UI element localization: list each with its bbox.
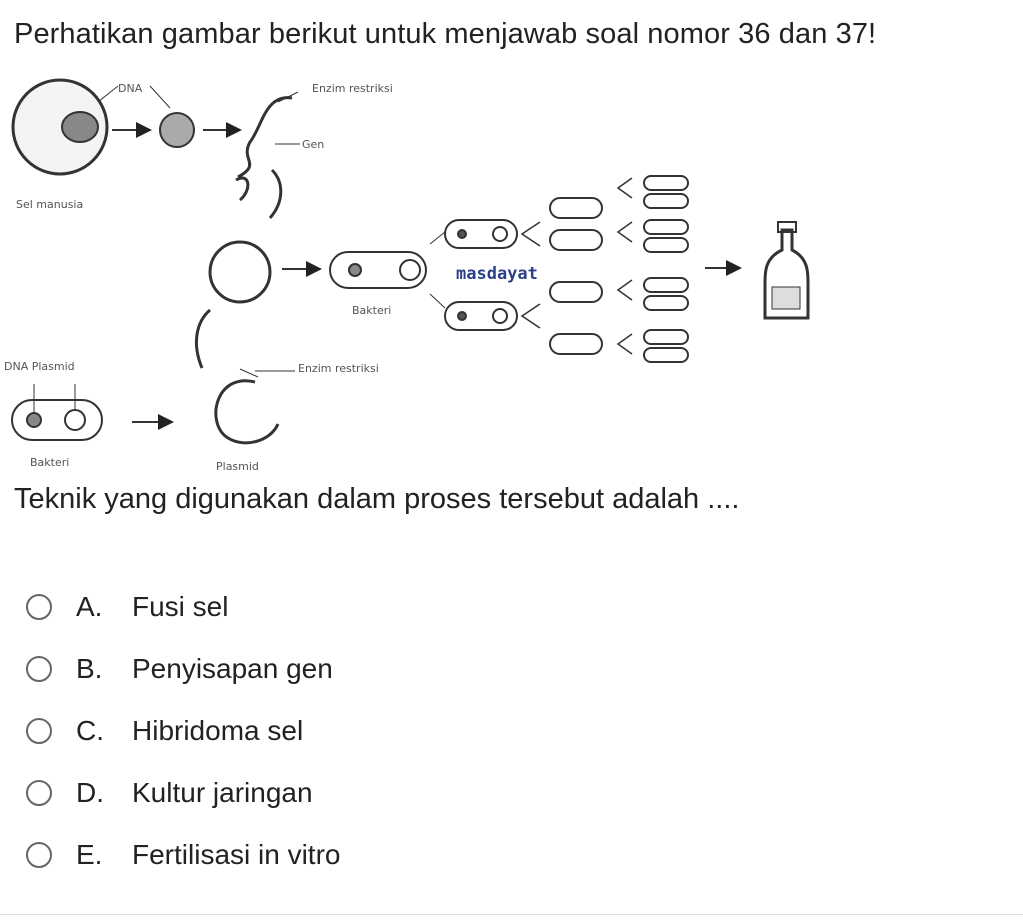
label-plasmid-dna: DNA Plasmid [4,360,75,373]
answer-options: A. Fusi sel B. Penyisapan gen C. Hibrido… [26,576,340,886]
human-cell-nucleus [61,111,99,143]
radio-button[interactable] [26,656,52,682]
divider [0,914,1023,915]
recombinant-plasmid [208,240,272,304]
option-letter: D. [76,777,104,808]
insulin-bottle [763,228,810,320]
diagram-drawing [11,78,810,445]
option-letter: E. [76,839,103,870]
option-letter: B. [76,653,103,684]
label-plasmid: Plasmid [216,460,259,473]
option-d[interactable]: D. Kultur jaringan [26,762,340,824]
option-b[interactable]: B. Penyisapan gen [26,638,340,700]
label-restriction-enzyme-bottom: Enzim restriksi [298,362,379,375]
radio-button[interactable] [26,718,52,744]
genetic-engineering-diagram: DNA Enzim restriksi Gen Sel manusia Bakt… [0,72,840,482]
dna-strand [237,96,293,179]
option-letter: A. [76,591,103,622]
option-text: Kultur jaringan [132,777,313,808]
radio-button[interactable] [26,842,52,868]
radio-button[interactable] [26,594,52,620]
watermark-text: masdayat [456,264,538,284]
label-restriction-enzyme-top: Enzim restriksi [312,82,393,95]
cut-plasmid [214,379,280,445]
dna-cluster [159,112,195,148]
transgenic-bacterium [329,251,427,289]
option-text: Penyisapan gen [132,653,333,684]
label-dna: DNA [118,82,143,95]
label-bacterium-middle: Bakteri [352,304,392,317]
bacterium-copy [444,301,518,331]
option-e[interactable]: E. Fertilisasi in vitro [26,824,340,886]
gene-fragment-right [268,168,283,219]
option-text: Hibridoma sel [132,715,304,746]
label-human-cell: Sel manusia [16,198,84,211]
label-gene: Gen [302,138,325,151]
label-bacterium-bottom: Bakteri [30,456,70,469]
question-text: Teknik yang digunakan dalam proses terse… [14,483,740,515]
option-a[interactable]: A. Fusi sel [26,576,340,638]
bacterium-copy [444,219,518,249]
question-intro: Perhatikan gambar berikut untuk menjawab… [14,18,877,50]
donor-bacterium [11,399,103,441]
human-cell [11,78,109,176]
option-text: Fertilisasi in vitro [132,839,341,870]
radio-button[interactable] [26,780,52,806]
option-text: Fusi sel [132,591,229,622]
option-letter: C. [76,715,104,746]
gene-fragment-left [235,176,250,202]
option-c[interactable]: C. Hibridoma sel [26,700,340,762]
